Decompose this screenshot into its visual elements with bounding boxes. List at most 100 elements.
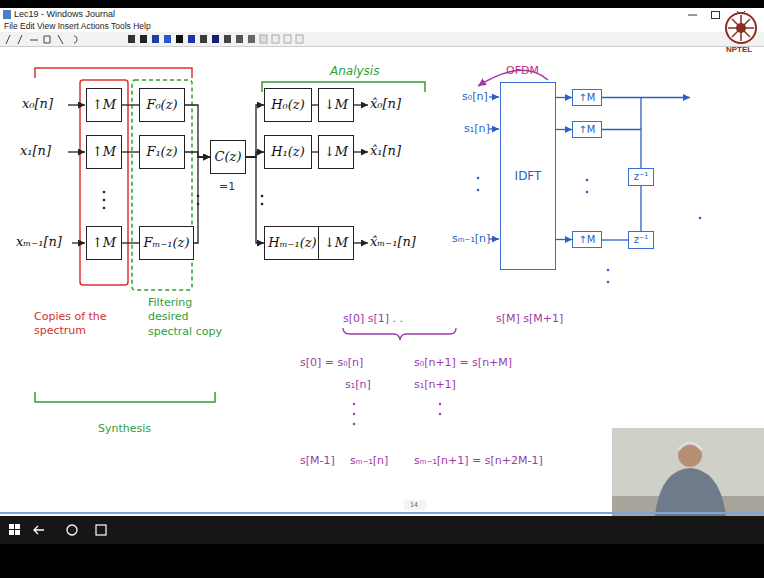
toolbar (0, 32, 764, 46)
filter-block: C(z) (210, 140, 246, 174)
equation: s₁[n+1] (414, 378, 456, 392)
app-icon (3, 10, 11, 19)
filter-block: ↑M (86, 226, 122, 260)
filter-block: ↑M (86, 135, 122, 169)
block-label: ↓M (324, 144, 348, 160)
upsampler-group-outline (80, 80, 128, 285)
page-number: 14 (410, 500, 418, 509)
equation-dots (353, 403, 441, 425)
section-heading: OFDM (506, 64, 539, 78)
filter-block: F₀(z) (139, 88, 185, 122)
top-band (0, 0, 764, 8)
ofdm-block: z⁻¹ (628, 168, 654, 186)
block-label: Hₘ₋₁(z) (268, 235, 316, 251)
task-view-icon (96, 525, 106, 535)
connector (602, 130, 641, 169)
menu-bar: File Edit View Insert Actions Tools Help (4, 21, 151, 32)
ofdm-block: ↑M (572, 231, 602, 248)
filter-block: ↓M (318, 135, 354, 169)
ofdm-block: ↑M (572, 89, 602, 106)
search-icon (67, 525, 77, 535)
connector (556, 129, 572, 130)
back-icon (34, 526, 44, 534)
page-tab (404, 500, 426, 510)
taskbar-band (0, 516, 764, 578)
connector (185, 105, 210, 157)
ofdm-block: z⁻¹ (628, 231, 654, 249)
connector (246, 157, 264, 243)
block-label: ↑M (578, 124, 595, 136)
equation: s[0] = s₀[n] (300, 356, 363, 370)
maximize-icon (712, 12, 720, 19)
connector (640, 186, 641, 231)
block-label: ↑M (578, 92, 595, 104)
block-label: F₀(z) (146, 97, 177, 113)
signal-name: x̂₁[n] (370, 143, 401, 160)
signal-name: xₘ₋₁[n] (16, 234, 62, 251)
connector (122, 242, 139, 243)
windows-logo (9, 524, 20, 535)
connector (122, 151, 139, 152)
annotation: Filtering desired spectral copy (148, 296, 226, 339)
block-label: ↑M (92, 144, 116, 160)
block-label: H₁(z) (271, 144, 305, 160)
nptel-logo (726, 13, 756, 43)
filter-block: F₁(z) (139, 135, 185, 169)
block-label: IDFT (515, 169, 542, 183)
block-label: z⁻¹ (634, 171, 649, 183)
section-heading: Synthesis (98, 422, 151, 436)
ellipsis-dots (103, 191, 264, 210)
equation: sₘ₋₁[n+1] = s[n+2M-1] (414, 454, 543, 468)
synthesis-bracket (35, 392, 215, 402)
filter-block: ↓M (318, 226, 354, 260)
lecturer-video (612, 428, 764, 516)
connector (556, 97, 572, 98)
connector (246, 152, 264, 157)
signal-name: x̂₀[n] (370, 96, 401, 113)
underbrace (343, 328, 456, 340)
connector (122, 104, 139, 105)
equation: s₁[n] (345, 378, 371, 392)
signal-name: sₘ₋₁[n] (452, 232, 490, 246)
filter-block: H₀(z) (264, 88, 312, 122)
minimize-icon (688, 15, 697, 16)
logo-text: NPTEL (726, 45, 752, 55)
filter-block: ↑M (86, 88, 122, 122)
window-border (0, 512, 764, 514)
annotation: Copies of the spectrum (34, 310, 108, 339)
toolbar-border (0, 46, 764, 47)
signal-name: x₁[n] (20, 143, 51, 160)
block-label: Fₘ₋₁(z) (143, 235, 189, 251)
block-label: ↑M (92, 97, 116, 113)
title-bar (0, 8, 764, 21)
signal-name: x₀[n] (22, 96, 53, 113)
block-label: F₁(z) (146, 144, 177, 160)
block-label: ↑M (578, 234, 595, 246)
filter-block: Hₘ₋₁(z) (264, 226, 321, 260)
block-label: ↑M (92, 235, 116, 251)
connector (246, 105, 264, 157)
input-wires (68, 105, 368, 243)
block-label: ↓M (324, 235, 348, 251)
filter-block: Fₘ₋₁(z) (139, 226, 194, 260)
equation: s[M-1] (300, 454, 335, 468)
connector (602, 239, 628, 240)
ofdm-block: IDFT (500, 82, 556, 270)
synthesis-top-bracket (35, 68, 192, 78)
block-label: z⁻¹ (634, 234, 649, 246)
equation: sₘ₋₁[n] (350, 454, 388, 468)
signal-name: x̂ₘ₋₁[n] (370, 234, 416, 251)
equation: s₀[n+1] = s[n+M] (414, 356, 512, 370)
connector (185, 152, 210, 157)
connector (194, 157, 210, 243)
block-label: ↓M (324, 97, 348, 113)
filter-block: H₁(z) (264, 135, 312, 169)
section-heading: Analysis (330, 64, 379, 80)
signal-name: s₀[n] (462, 90, 488, 104)
taskbar (0, 516, 764, 544)
filter-block: ↓M (318, 88, 354, 122)
signal-name: s₁[n] (464, 122, 490, 136)
equation: s[M] s[M+1] (496, 312, 563, 326)
